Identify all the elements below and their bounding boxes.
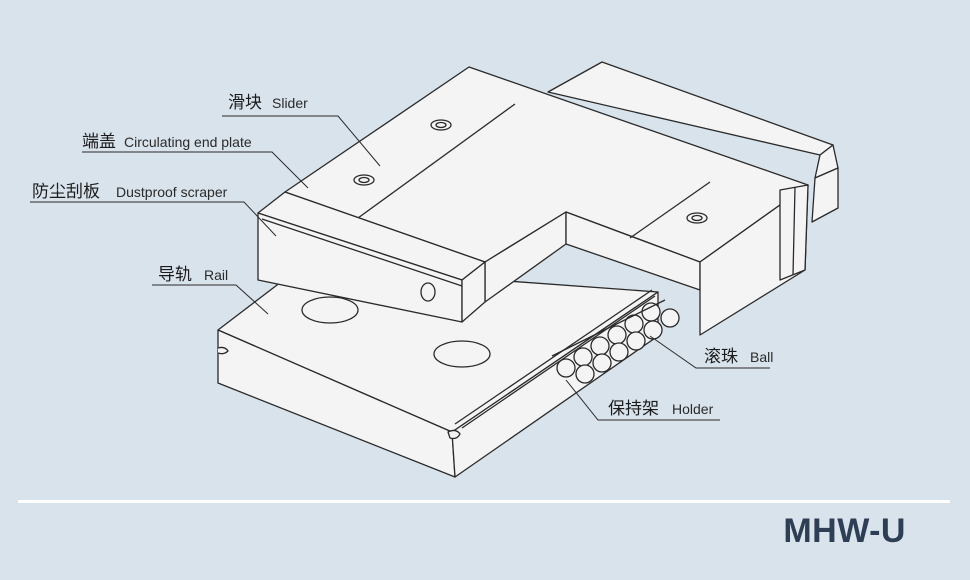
- svg-text:滑块: 滑块: [228, 93, 262, 113]
- svg-text:Circulating end plate: Circulating end plate: [124, 134, 252, 150]
- divider-line: [18, 500, 950, 503]
- ball-rows: [551, 299, 680, 384]
- label-slider: 滑块 Slider: [228, 93, 308, 113]
- model-name: MHW-U: [783, 512, 906, 550]
- end-plate-right: [779, 184, 809, 281]
- svg-text:Slider: Slider: [272, 95, 308, 111]
- label-end-plate: 端盖 Circulating end plate: [82, 132, 252, 152]
- label-scraper: 防尘刮板 Dustproof scraper: [32, 182, 228, 202]
- label-ball: 滚珠 Ball: [704, 347, 773, 367]
- svg-text:Rail: Rail: [204, 267, 228, 283]
- svg-text:Dustproof scraper: Dustproof scraper: [116, 184, 228, 200]
- svg-text:端盖: 端盖: [82, 132, 116, 152]
- svg-text:滚珠: 滚珠: [704, 347, 738, 367]
- svg-text:防尘刮板: 防尘刮板: [32, 182, 100, 202]
- rail-back-section: [547, 61, 839, 223]
- svg-text:Holder: Holder: [672, 401, 714, 417]
- grease-port: [420, 282, 436, 302]
- rail-mount-hole-2: [433, 340, 491, 368]
- ball-holder: [551, 299, 666, 357]
- end-plate: [257, 191, 486, 323]
- svg-text:Ball: Ball: [750, 349, 773, 365]
- svg-text:导轨: 导轨: [158, 265, 192, 285]
- label-rail: 导轨 Rail: [158, 265, 228, 285]
- label-holder: 保持架 Holder: [608, 399, 714, 419]
- rail-mount-hole-1: [301, 296, 359, 324]
- svg-text:保持架: 保持架: [608, 399, 659, 419]
